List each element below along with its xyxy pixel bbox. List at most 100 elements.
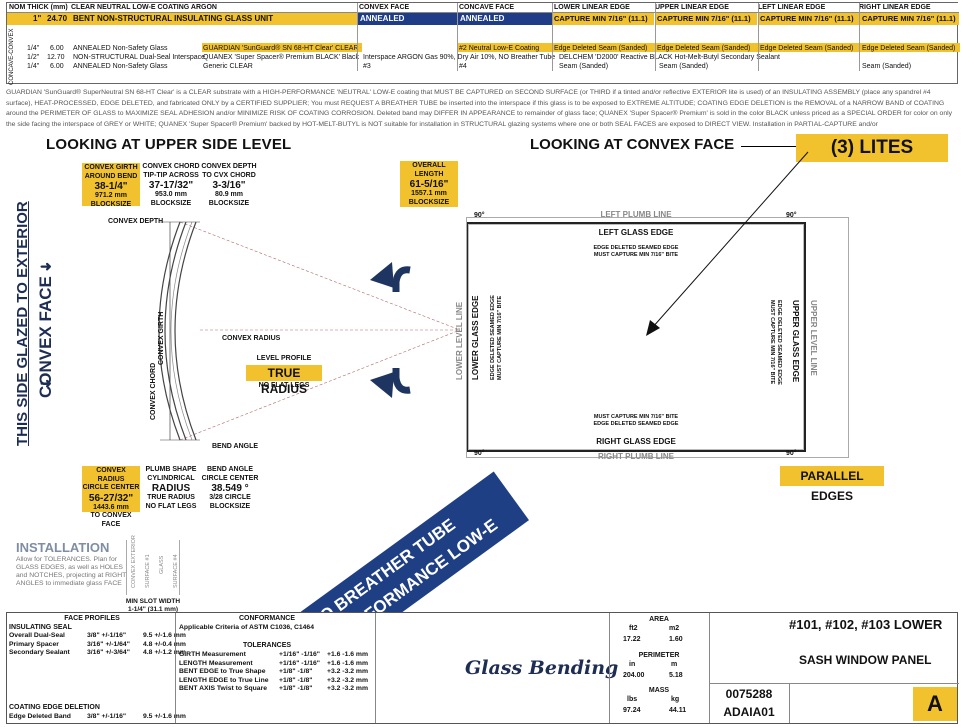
lower-capture: CAPTURE MIN 7/16" (11.1) (552, 13, 654, 25)
coating-edge-title: COATING EDGE DELETION (9, 704, 100, 711)
upper-capture: CAPTURE MIN 7/16" (11.1) (655, 13, 757, 25)
mass-title: MASS (648, 687, 670, 694)
bend-profile-diagram (158, 221, 461, 441)
lites-label: (3) LITES (796, 134, 948, 162)
install-col-4: SURFACE #4 (173, 554, 179, 588)
r2-in: 1/2" (27, 54, 40, 61)
r2-lower: DELCHEM 'D2000' Reactive BLACK Hot-Melt-… (559, 54, 780, 61)
plumb-l4: NO FLAT LEGS (145, 502, 197, 510)
overall-mm: 1557.1 mm (411, 190, 447, 197)
bend-l4: BLOCKSIZE (209, 502, 251, 510)
lower-level-line: LOWER LEVEL LINE (455, 301, 464, 380)
tol-2-name: LENGTH Measurement (179, 659, 253, 667)
mass-lbs-label: lbs (627, 696, 638, 703)
r2-coating: QUANEX 'Super Spacer® Premium BLACK' Bla… (203, 54, 360, 61)
side-glazed-text: THIS SIDE GLAZED TO EXTERIOR (14, 201, 31, 446)
slot-value: 1-1/4" (31.1 mm) (127, 606, 179, 613)
seal-1-in: 3/8" +/-1/16" (87, 632, 127, 639)
convex-chord-label: CONVEX CHORD (150, 362, 157, 420)
top-capture-note: MUST CAPTURE MIN 7/16" BITE (593, 252, 679, 258)
seal-2-mm: 4.8 +/-0.4 mm (143, 640, 186, 648)
girth-note: BLOCKSIZE (90, 200, 132, 208)
top-deleted-note: EDGE DELETED SEAMED EDGE (593, 245, 679, 251)
area-m2-value: 1.60 (669, 636, 683, 643)
footer-block: FACE PROFILES INSULATING SEAL Overall Du… (6, 612, 959, 724)
r1-right: Edge Deleted Seam (Sanded) (862, 45, 956, 52)
girth-box: CONVEX GIRTH AROUND BEND 38-1/4" 971.2 m… (82, 163, 140, 208)
radius-l1: CONVEX RADIUS (96, 467, 126, 483)
arrow-right-icon: ➜ (40, 258, 52, 274)
r3-coating: Generic CLEAR (203, 63, 253, 70)
bend-l3: 3/28 CIRCLE (209, 494, 251, 501)
col-coating: CLEAR NEUTRAL LOW-E COATING ARGON (71, 4, 217, 11)
depth-box: CONVEX DEPTH TO CVX CHORD 3-3/16" 80.9 m… (200, 163, 258, 208)
astm-text: Applicable Criteria of ASTM C1036, C1464 (179, 624, 314, 631)
radius-l2: CIRCLE CENTER (82, 484, 140, 491)
r3-convex: #3 (363, 63, 371, 70)
girth-label1: CONVEX GIRTH (84, 164, 138, 171)
girth-value: 38-1/4" (94, 181, 128, 192)
upper-side-title: LOOKING AT UPPER SIDE LEVEL (46, 136, 292, 153)
right-capture: CAPTURE MIN 7/16" (11.1) (860, 13, 959, 25)
area-ft2-value: 17.22 (623, 636, 641, 643)
radius-l3: TO CONVEX FACE (90, 512, 132, 528)
deg-br: 90° (786, 450, 797, 457)
mass-kg-value: 44.11 (669, 707, 687, 714)
tolerance-list: GIRTH Measurement+1/16" -1/16"+1.6 -1.6 … (179, 651, 368, 694)
arrow-right-icon-2: ➜ (40, 375, 52, 391)
depth-value: 3-3/16" (212, 180, 246, 191)
r1-upper: Edge Deleted Seam (Sanded) (657, 45, 751, 52)
r2-desc: NON-STRUCTURAL Dual-Seal Interspace (73, 54, 205, 61)
conformance-title: CONFORMANCE (239, 615, 295, 622)
install-line-1: Allow for TOLERANCES. Plan for (16, 556, 117, 563)
col-lower: LOWER LINEAR EDGE (554, 4, 630, 11)
tol-5-mm: +3.2 -3.2 mm (327, 685, 368, 692)
area-title: AREA (649, 616, 669, 623)
tol-3-in: +1/8" -1/8" (279, 668, 313, 675)
install-col-3: GLASS (159, 555, 165, 574)
level-profile-label: LEVEL PROFILE (256, 355, 312, 362)
right-glass-edge: RIGHT GLASS EDGE (596, 437, 676, 446)
bend-l2: CIRCLE CENTER (201, 474, 259, 482)
r2-mm: 12.70 (47, 54, 65, 61)
r1-desc: ANNEALED Non-Safety Glass (73, 45, 168, 52)
tol-5-name: BENT AXIS Twist to Square (179, 685, 267, 692)
tol-1-in: +1/16" -1/16" (279, 651, 321, 658)
slot-width: MIN SLOT WIDTH 1-1/4" (31.1 mm) (112, 598, 194, 614)
tol-3-name: BENT EDGE to True Shape (179, 668, 266, 675)
plumb-value: RADIUS (151, 483, 191, 494)
tolerances-title: TOLERANCES (242, 642, 292, 649)
left-plumb-line: LEFT PLUMB LINE (600, 210, 672, 219)
plumb-box: PLUMB SHAPE CYLINDRICAL RADIUS TRUE RADI… (142, 466, 200, 511)
tol-2-mm: +1.6 -1.6 mm (327, 659, 368, 667)
radius-value: 56-27/32" (88, 492, 134, 504)
r3-mm: 6.00 (50, 63, 64, 70)
r3-desc: ANNEALED Non-Safety Glass (73, 63, 168, 70)
install-line-3: and NOTCHES, projecting at RIGHT (16, 572, 127, 579)
deg-tr: 90° (786, 212, 797, 219)
plumb-l1: PLUMB SHAPE (145, 466, 197, 473)
panel-title-2: SASH WINDOW PANEL (799, 653, 932, 667)
col-concave: CONCAVE FACE (459, 4, 515, 11)
mass-lbs-value: 97.24 (623, 707, 641, 714)
insulating-seal-title: INSULATING SEAL (9, 624, 72, 631)
face-profiles-title: FACE PROFILES (64, 615, 120, 622)
installation-title: INSTALLATION (16, 540, 110, 555)
job-code: ADAIA01 (723, 705, 775, 719)
perimeter-m-value: 5.18 (669, 672, 683, 679)
main-in: 1" (33, 14, 42, 23)
true-radius-label: TRUE RADIUS (246, 365, 322, 396)
side-glazed-label: THIS SIDE GLAZED TO EXTERIOR (14, 201, 31, 446)
seal-3-mm: 4.8 +/-1.2 mm (143, 649, 186, 656)
parallel-edges-label: PARALLEL EDGES (780, 466, 884, 503)
chord-label2: TIP-TIP ACROSS (143, 171, 199, 179)
tol-4-in: +1/8" -1/8" (279, 676, 313, 684)
chord-box: CONVEX CHORD TIP-TIP ACROSS 37-17/32" 95… (142, 163, 200, 208)
chord-note: BLOCKSIZE (150, 199, 192, 207)
install-section: CONVEX EXTERIOR SURFACE #1 GLASS SURFACE… (126, 535, 180, 595)
left-capture: CAPTURE MIN 7/16" (11.1) (758, 13, 859, 25)
mass-kg-label: kg (671, 696, 680, 703)
tol-5-in: +1/8" -1/8" (279, 685, 313, 692)
perimeter-m-label: m (671, 661, 678, 668)
concave-annealed: ANNEALED (457, 13, 552, 25)
